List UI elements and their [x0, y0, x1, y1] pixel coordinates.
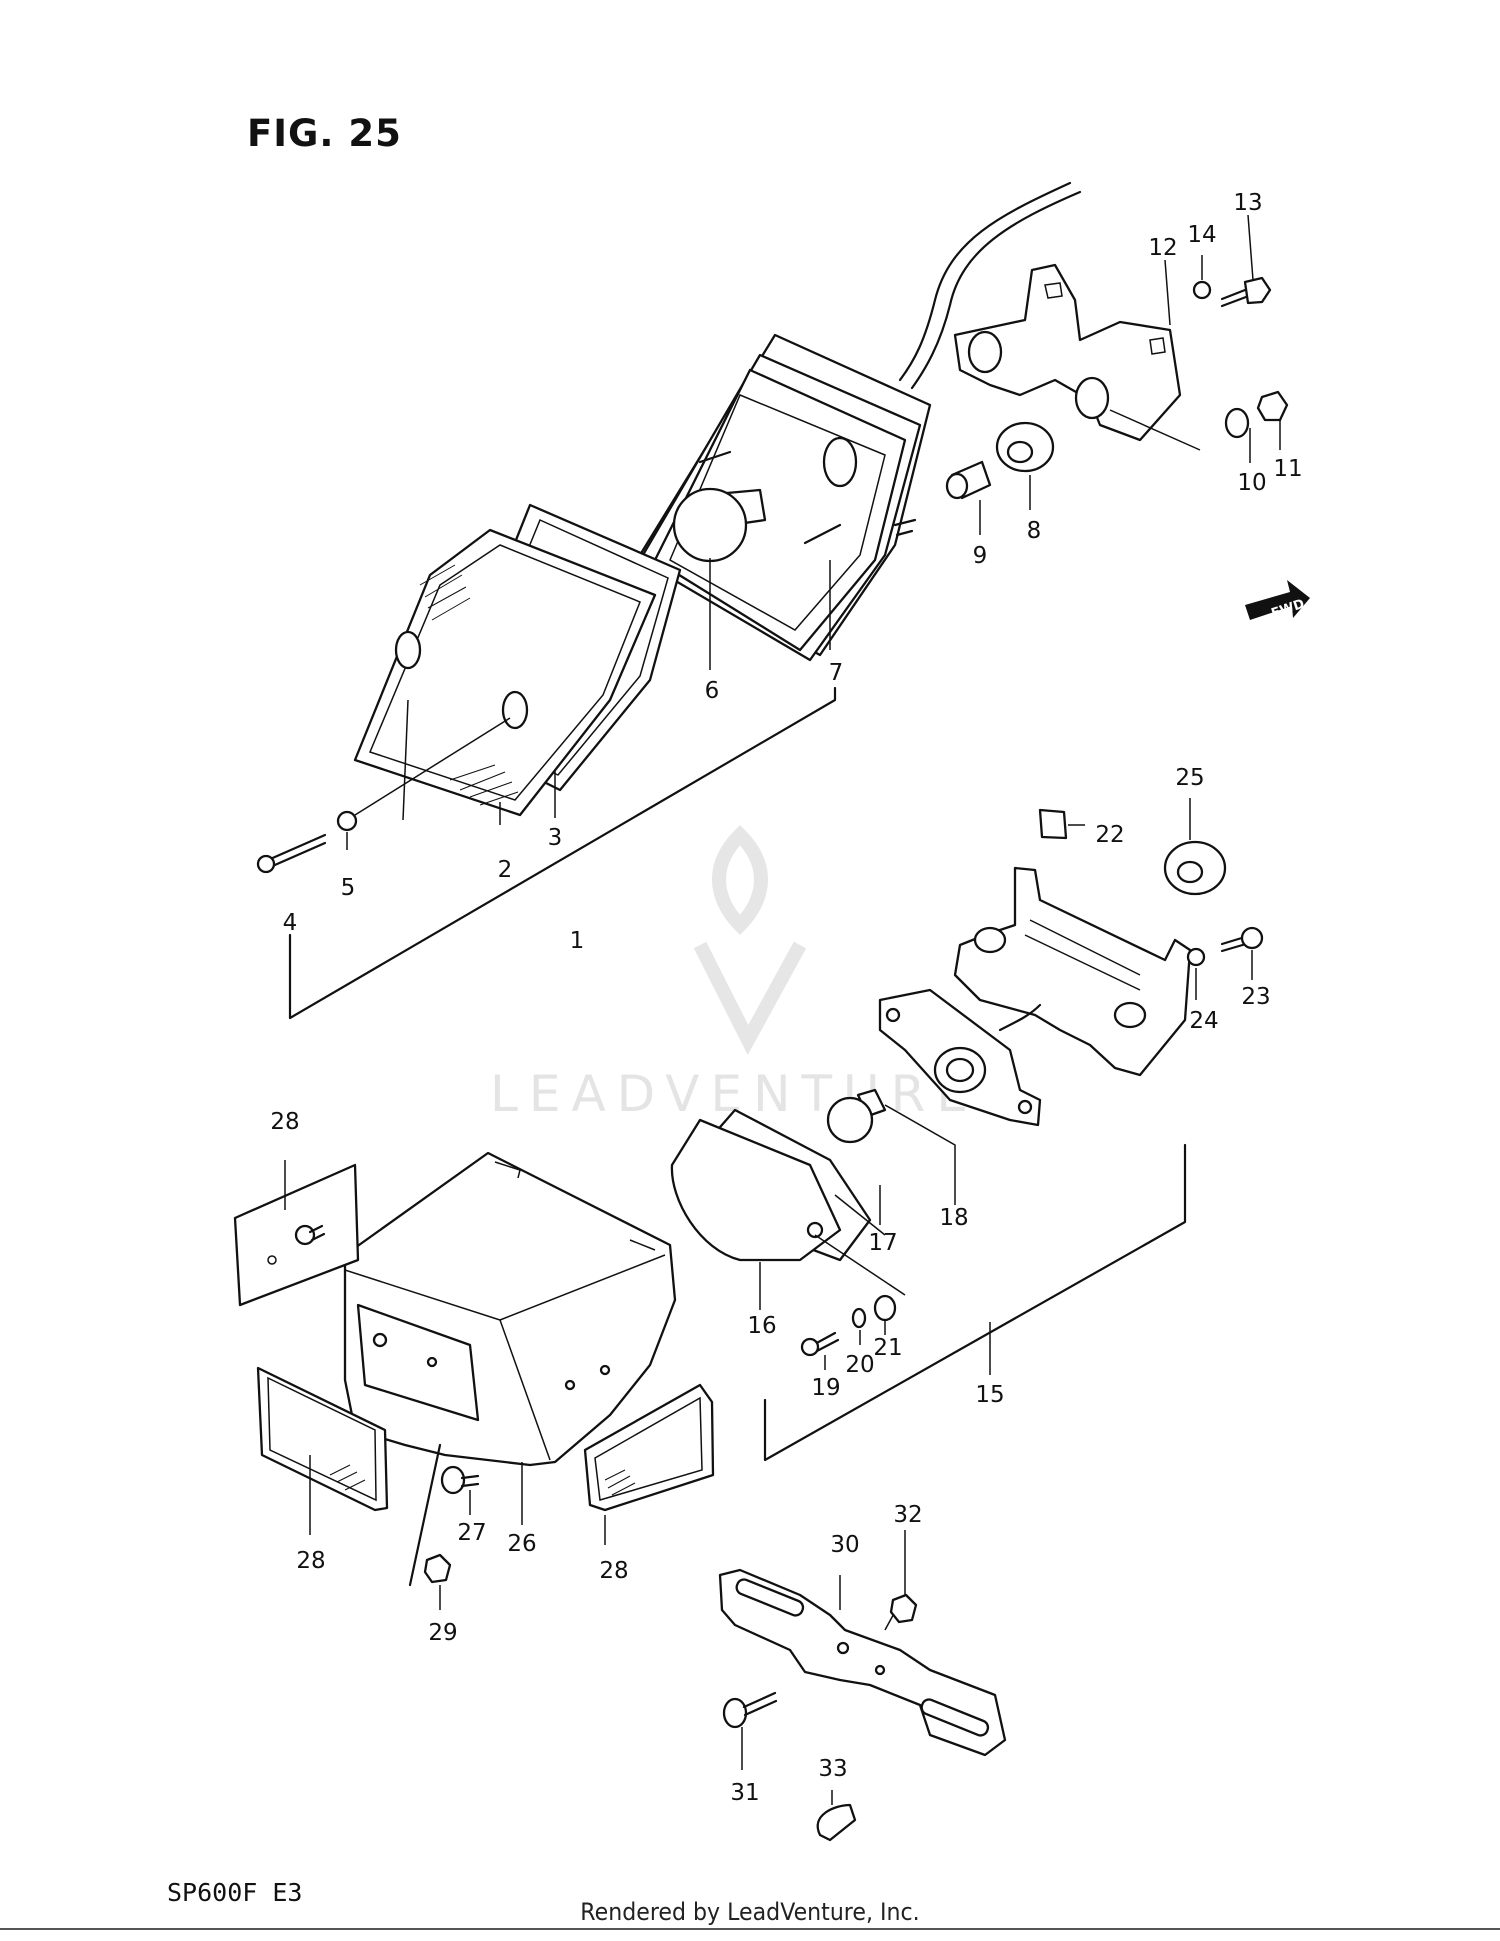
callout-2: 2 [498, 857, 513, 883]
callout-16: 16 [747, 1313, 776, 1339]
callout-7: 7 [829, 660, 844, 686]
callout-20: 20 [845, 1352, 874, 1378]
washer-24 [1186, 947, 1206, 967]
screw-27 [440, 1465, 480, 1495]
callout-11: 11 [1273, 456, 1302, 482]
reflector-28-right [583, 1383, 715, 1512]
callout-33: 33 [818, 1756, 847, 1782]
callout-29: 29 [428, 1620, 457, 1646]
callout-9: 9 [973, 543, 988, 569]
callout-32: 32 [893, 1502, 922, 1528]
nut-32 [889, 1593, 918, 1624]
washer-14 [1192, 280, 1212, 300]
callout-23: 23 [1241, 984, 1270, 1010]
fwd-arrow [1245, 580, 1310, 620]
callout-22: 22 [1095, 822, 1124, 848]
callout-10: 10 [1237, 470, 1266, 496]
bolt-13 [1220, 276, 1272, 308]
callout-28-left: 28 [296, 1548, 325, 1574]
nut-29 [423, 1553, 452, 1584]
reflector-28-left [256, 1366, 389, 1512]
bolt-31 [722, 1691, 778, 1729]
cushion-22 [1038, 808, 1068, 840]
callout-8: 8 [1027, 518, 1042, 544]
grommet-25 [1163, 840, 1227, 896]
washer-21 [873, 1294, 897, 1322]
collar-9 [945, 460, 992, 500]
washer-5 [336, 810, 358, 832]
washer-20 [851, 1307, 867, 1329]
assembly-line-1 [288, 686, 837, 1020]
callout-5: 5 [341, 875, 356, 901]
callout-26: 26 [507, 1531, 536, 1557]
callout-6: 6 [705, 678, 720, 704]
nut-11 [1256, 390, 1289, 422]
lamp-bracket [953, 866, 1192, 1077]
callout-13: 13 [1233, 190, 1262, 216]
callout-30: 30 [830, 1532, 859, 1558]
screw-19 [800, 1331, 840, 1357]
leader-lines [284, 214, 1281, 1805]
footer-rule [0, 1928, 1500, 1930]
lamp-lens-16 [670, 1118, 906, 1296]
watermark-logo [693, 825, 807, 1056]
cushion-8 [995, 421, 1055, 473]
callout-25: 25 [1175, 765, 1204, 791]
callout-27: 27 [457, 1520, 486, 1546]
lamp-socket [878, 988, 1042, 1127]
guide-29 [408, 1443, 442, 1587]
watermark: LEADVENTURE [490, 1065, 979, 1123]
wiring-harness [898, 181, 1082, 390]
reflector-28-top [233, 1163, 360, 1307]
callout-17: 17 [868, 1230, 897, 1256]
callout-24: 24 [1189, 1008, 1218, 1034]
tail-lens [353, 528, 657, 817]
license-bracket [718, 1568, 1007, 1757]
callout-1: 1 [570, 928, 585, 954]
callout-28-top: 28 [270, 1109, 299, 1135]
callout-14: 14 [1187, 222, 1216, 248]
screw-4 [256, 833, 327, 874]
callout-21: 21 [873, 1335, 902, 1361]
model-code: SP600F E3 [167, 1878, 303, 1907]
bulb-18 [826, 1088, 956, 1205]
lamp-housing [638, 333, 932, 662]
render-credit: Rendered by LeadVenture, Inc. [580, 1898, 920, 1926]
reflector-housing [343, 1151, 677, 1467]
callout-19: 19 [811, 1375, 840, 1401]
rivet-33 [816, 1803, 857, 1842]
bracket-12 [953, 263, 1201, 451]
callout-15: 15 [975, 1382, 1004, 1408]
callout-31: 31 [730, 1780, 759, 1806]
callout-28-right: 28 [599, 1558, 628, 1584]
callout-18: 18 [939, 1205, 968, 1231]
callout-12: 12 [1148, 235, 1177, 261]
assembly-line-15 [763, 1143, 1187, 1462]
washer-10 [1224, 407, 1250, 439]
callout-4: 4 [283, 910, 298, 936]
callout-3: 3 [548, 825, 563, 851]
screw-23 [1220, 926, 1264, 953]
figure-title: FIG. 25 [247, 112, 402, 155]
